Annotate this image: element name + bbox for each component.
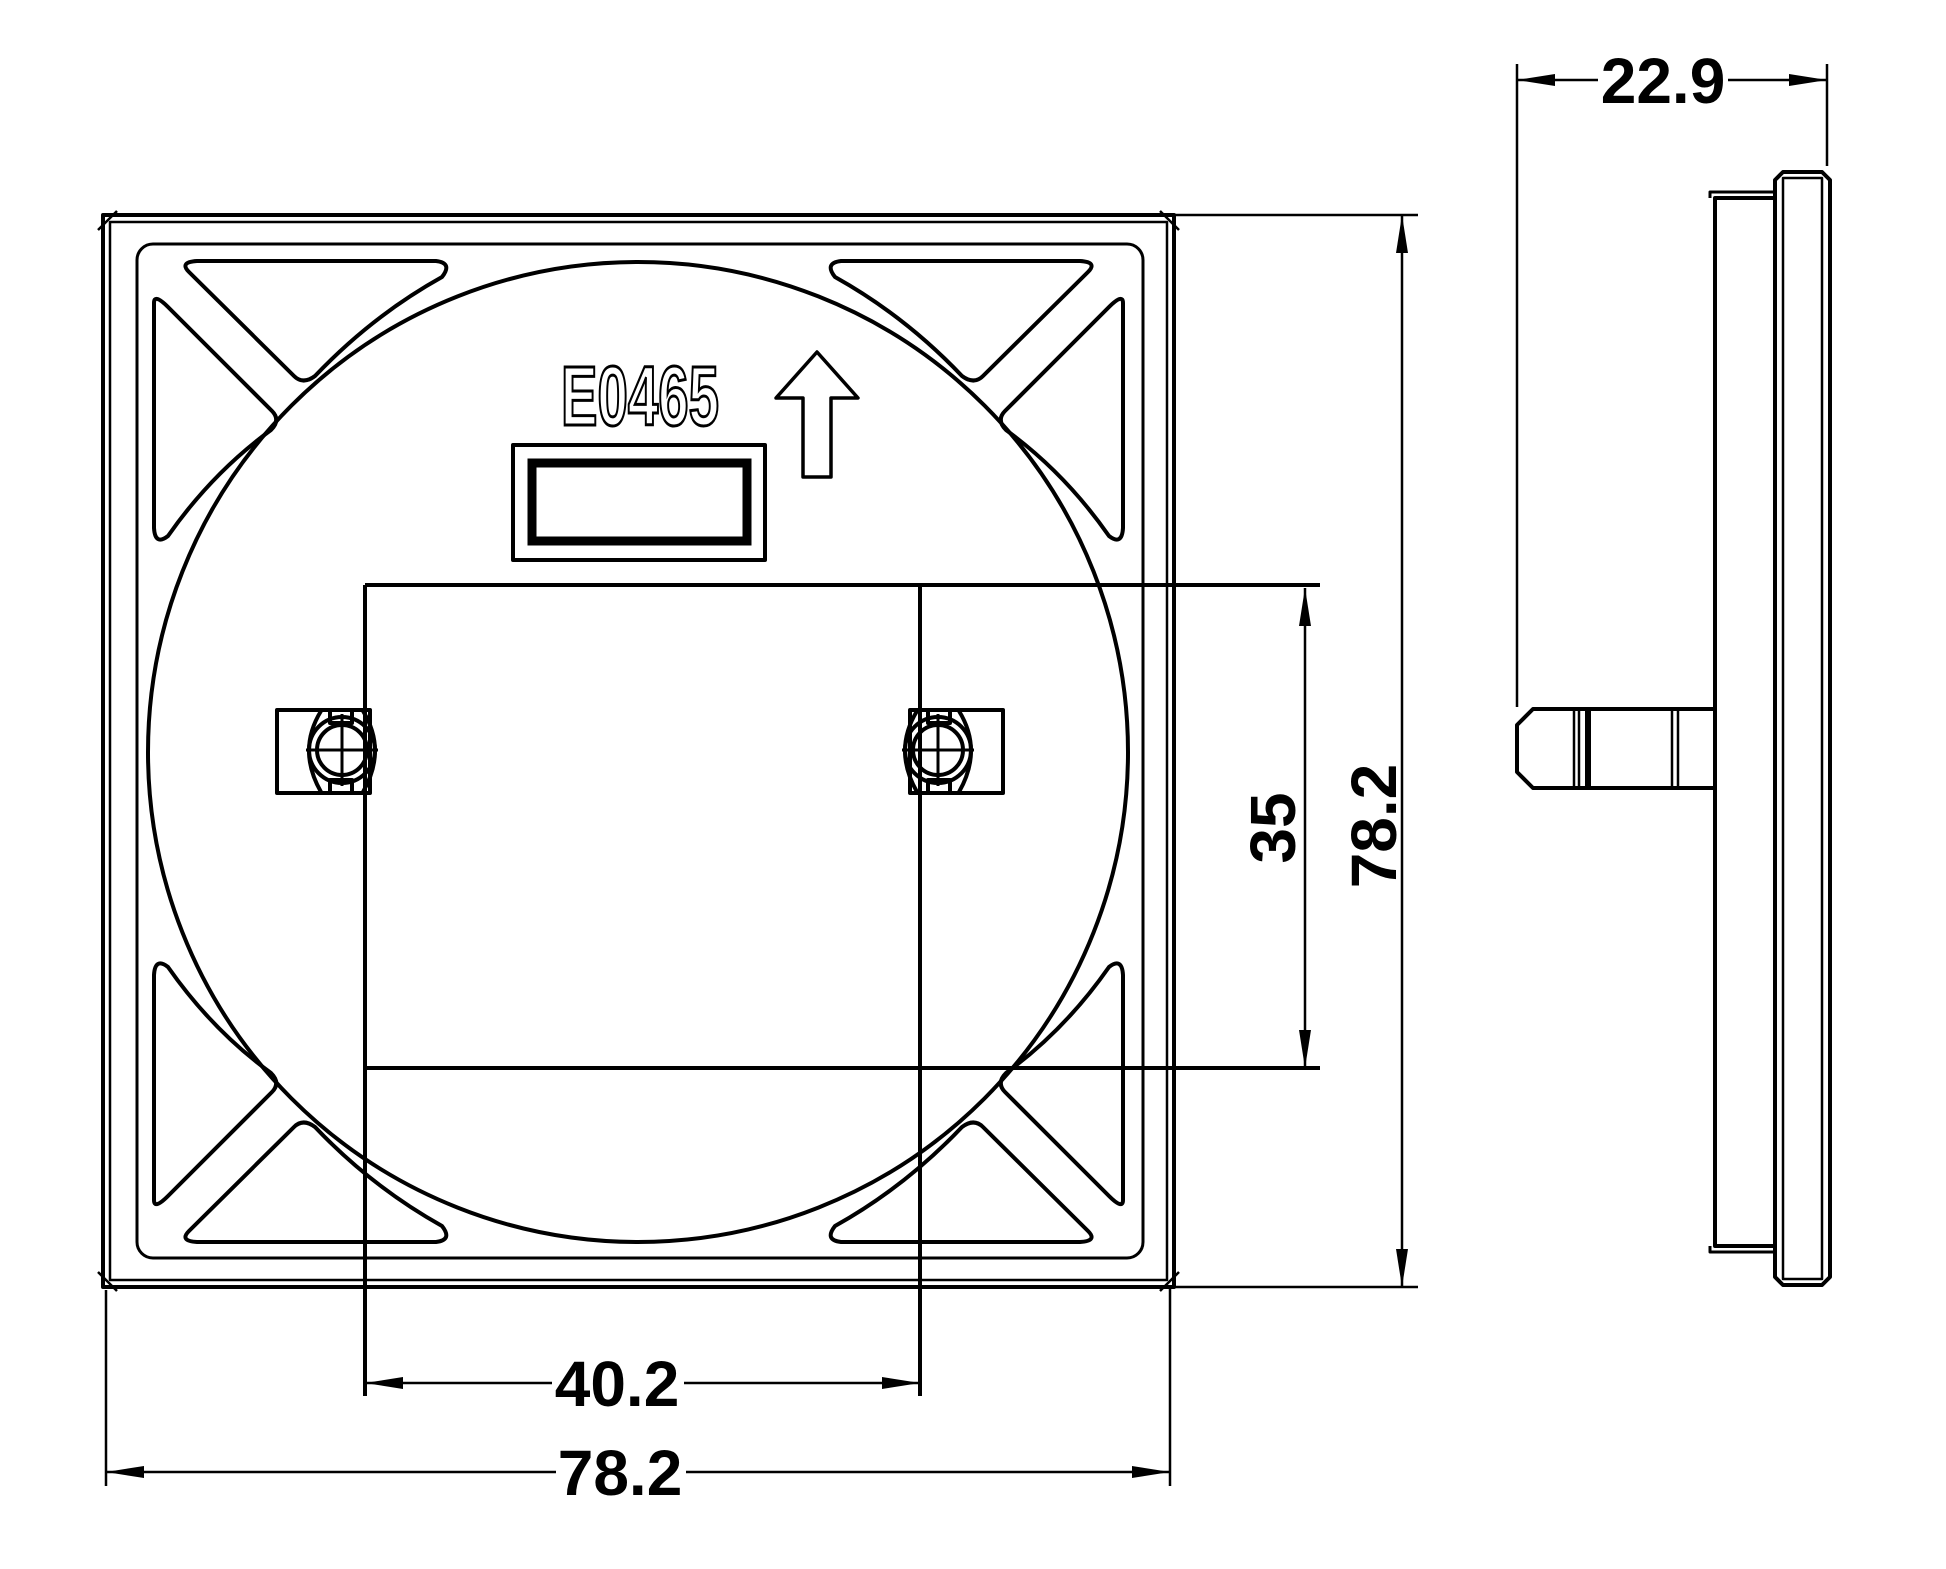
corner-ribs-bottom-right xyxy=(828,961,1125,1244)
dimension-depth: 22.9 xyxy=(1515,45,1829,707)
outer-frame-outer-edge xyxy=(101,213,1176,1289)
side-view xyxy=(1515,170,1832,1287)
dimension-text-depth: 22.9 xyxy=(1601,45,1726,117)
outer-frame xyxy=(97,210,1180,1292)
arrowhead-right xyxy=(1789,74,1827,86)
arrowhead-left xyxy=(365,1377,403,1389)
dimension-cutout-width: 40.2 xyxy=(365,1348,920,1420)
arrowhead-top xyxy=(1396,215,1408,253)
faceplate-flange-inner-edge xyxy=(1781,176,1824,1281)
extension-lines xyxy=(1174,213,1418,1289)
inner-frame xyxy=(135,242,1145,1260)
screw-cross-slot xyxy=(306,714,378,786)
arrowhead-right xyxy=(882,1377,920,1389)
arrowhead-left xyxy=(106,1466,144,1478)
arrowhead-top xyxy=(1299,588,1311,626)
dimension-plate-height: 78.2 xyxy=(1174,213,1418,1289)
mounting-circle xyxy=(146,260,1130,1244)
arrowhead-bottom xyxy=(1299,1030,1311,1068)
dimension-cutout-height: 35 xyxy=(1237,588,1311,1068)
arrowhead-right xyxy=(1132,1466,1170,1478)
corner-ribs-top-left xyxy=(152,259,449,542)
label-slot-inner xyxy=(527,458,752,546)
outer-frame-corner-bevels xyxy=(97,210,1180,1292)
outer-frame-inner-edge xyxy=(108,220,1169,1282)
extension-lines xyxy=(1515,64,1829,707)
orientation-arrow-icon xyxy=(774,350,860,479)
rear-housing-lips xyxy=(1708,190,1775,1254)
dimension-text-cutout-width: 40.2 xyxy=(555,1348,680,1420)
front-view: E0465 xyxy=(97,210,1320,1396)
clamp-clip-profile xyxy=(1515,707,1715,790)
screw-clamp-left xyxy=(275,708,378,795)
screw-clamp-right xyxy=(902,708,1005,795)
label-slot-outer xyxy=(511,443,767,562)
arrowhead-left xyxy=(1517,74,1555,86)
rear-housing xyxy=(1713,196,1777,1248)
label-slot xyxy=(511,443,767,562)
extension-lines xyxy=(104,1289,1172,1486)
dimension-text-plate-width: 78.2 xyxy=(558,1437,683,1509)
dimension-text-plate-height: 78.2 xyxy=(1338,764,1410,889)
corner-ribs-bottom-left xyxy=(152,961,449,1244)
part-label-text: E0465 xyxy=(561,349,719,443)
dimension-text-cutout-height: 35 xyxy=(1237,792,1309,863)
dimension-plate-width: 78.2 xyxy=(104,1289,1172,1509)
arrowhead-bottom xyxy=(1396,1249,1408,1287)
screw-cross-slot xyxy=(902,714,974,786)
